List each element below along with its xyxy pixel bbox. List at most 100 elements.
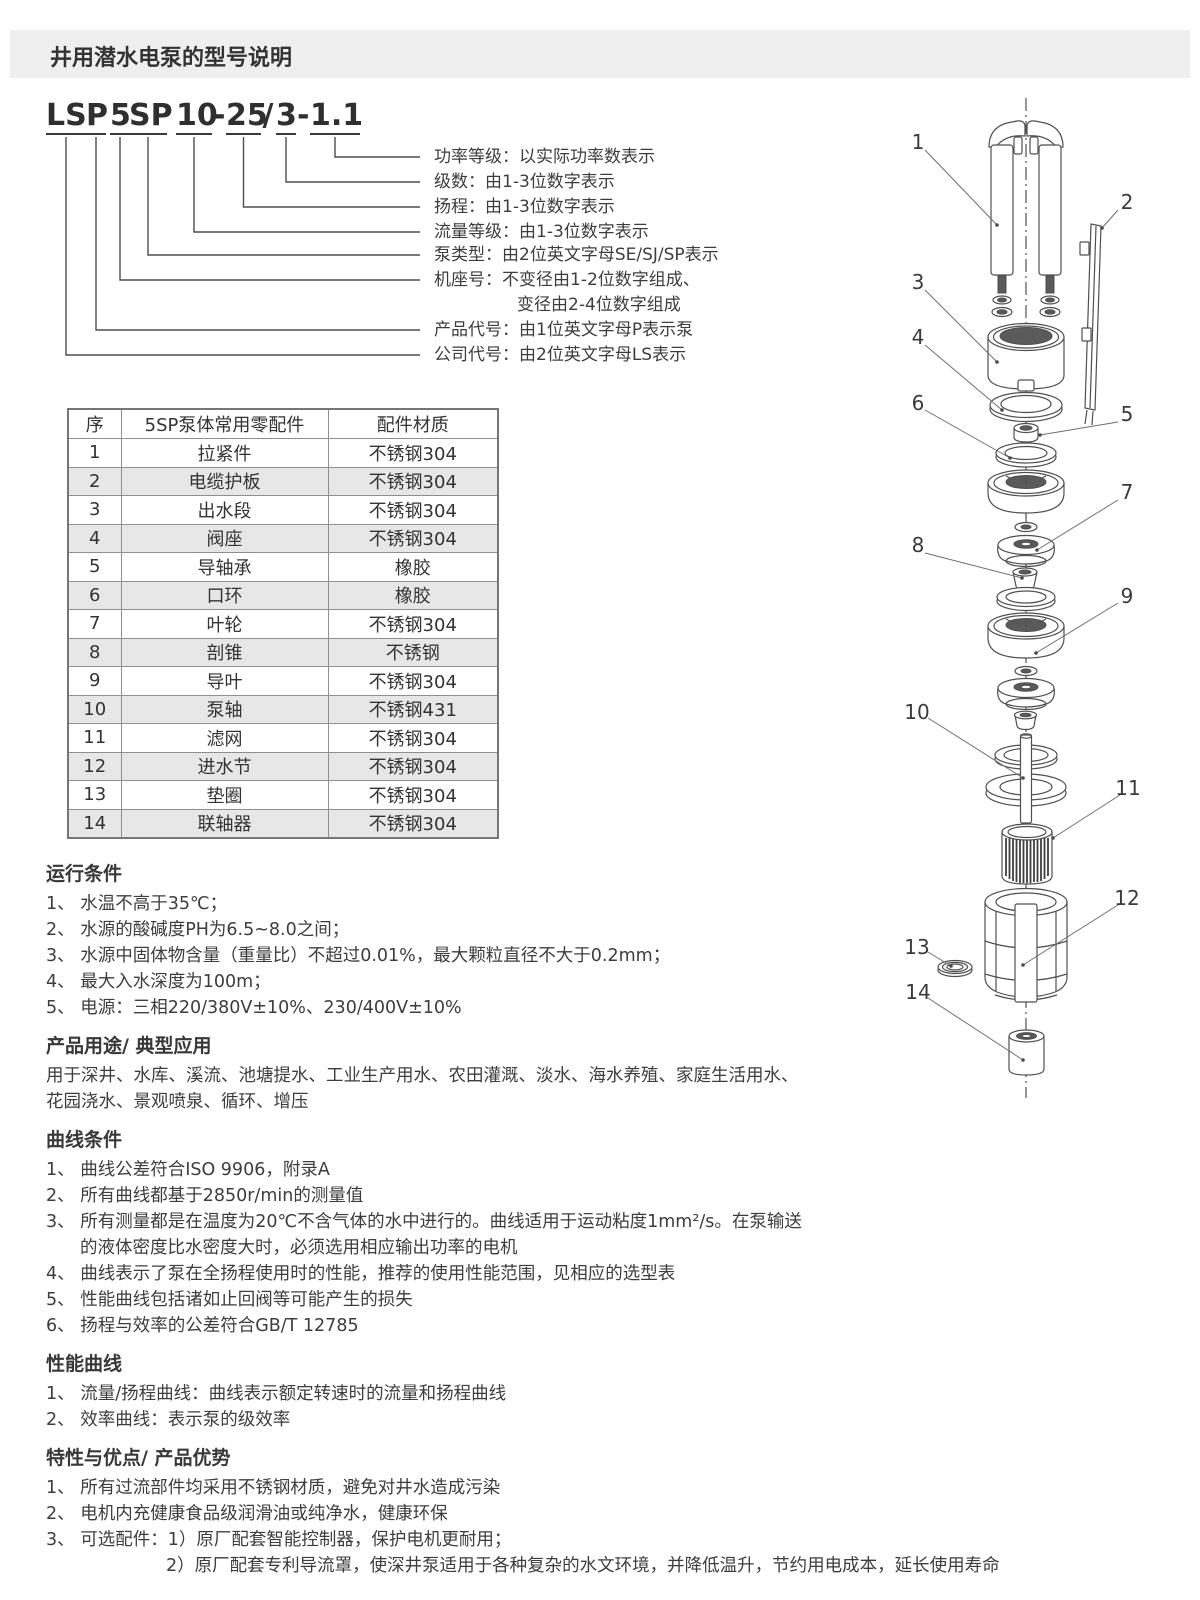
model-label: 机座号：不变径由1-2位数字组成、 <box>434 270 700 290</box>
coupling-part <box>1009 1030 1044 1075</box>
table-cell: 阀座 <box>120 523 329 553</box>
wear-ring-part <box>996 443 1056 467</box>
model-label: 级数：由1-3位数字表示 <box>434 172 615 192</box>
model-label: 泵类型：由2位英文字母SE/SJ/SP表示 <box>434 245 719 265</box>
section-line: 3、 可选配件：1）原厂配套智能控制器，保护电机更耐用； <box>46 1530 512 1550</box>
leader-lines <box>925 150 1120 1062</box>
tie-rods-part <box>989 121 1063 317</box>
section-line: 2、 所有曲线都基于2850r/min的测量值 <box>46 1186 364 1206</box>
table-cell: 11 <box>67 723 122 753</box>
section-line: 1、 水温不高于35℃； <box>46 894 228 914</box>
model-segment: P <box>86 98 108 135</box>
part-number-7: 7 <box>1121 480 1134 504</box>
table-cell: 不锈钢304 <box>327 438 499 468</box>
diffuser-part <box>988 470 1064 513</box>
table-cell: 不锈钢304 <box>327 751 499 781</box>
table-cell: 进水节 <box>120 751 329 781</box>
valve-seat-part <box>990 393 1062 422</box>
table-cell: 拉紧件 <box>120 438 329 468</box>
model-segment: 10 <box>176 98 218 135</box>
section-line: 2、 水源的酸碱度PH为6.5~8.0之间； <box>46 920 350 940</box>
cone-part-2 <box>1015 711 1037 729</box>
spacer-washer <box>1015 523 1037 532</box>
table-cell: 不锈钢304 <box>327 808 499 839</box>
model-segment: 1.1 <box>310 98 364 135</box>
title-band: 井用潜水电泵的型号说明 <box>10 30 1190 78</box>
part-number-14: 14 <box>905 980 930 1004</box>
table-cell: 口环 <box>120 580 329 610</box>
spacer-washer-2 <box>1015 667 1037 676</box>
inlet-section-part <box>985 889 1067 1003</box>
model-segment: - <box>297 98 310 133</box>
model-label: 扬程：由1-3位数字表示 <box>434 197 615 217</box>
table-cell: 8 <box>67 637 122 667</box>
table-cell: 不锈钢304 <box>327 495 499 525</box>
model-label: 公司代号：由2位英文字母LS表示 <box>434 345 687 365</box>
part-number-8: 8 <box>912 533 925 557</box>
text-sections: 运行条件 1、 水温不高于35℃； 2、 水源的酸碱度PH为6.5~8.0之间； 3、… <box>46 862 1171 1579</box>
table-cell: 14 <box>67 808 122 839</box>
table-cell: 出水段 <box>120 495 329 525</box>
model-segment: SP <box>129 98 173 135</box>
table-cell: 6 <box>67 580 122 610</box>
pump-shaft-part <box>986 734 1066 823</box>
table-cell: 4 <box>67 523 122 553</box>
table-cell: 5 <box>67 552 122 582</box>
part-number-6: 6 <box>912 391 925 415</box>
model-label: 变径由2-4位数字组成 <box>517 295 681 315</box>
table-cell: 剖锥 <box>120 637 329 667</box>
table-cell: 电缆护板 <box>120 466 329 496</box>
model-segment: / <box>262 98 274 133</box>
section-line: 1、 所有过流部件均采用不锈钢材质，避免对井水造成污染 <box>46 1478 501 1498</box>
table-cell: 叶轮 <box>120 609 329 639</box>
cone-part <box>1013 568 1037 590</box>
section-line: 4、 最大入水深度为100m； <box>46 972 271 992</box>
table-cell: 不锈钢304 <box>327 609 499 639</box>
table-cell: 3 <box>67 495 122 525</box>
table-cell: 13 <box>67 780 122 810</box>
table-cell: 2 <box>67 466 122 496</box>
section-line: 4、 曲线表示了泵在全扬程使用时的性能，推荐的使用性能范围，见相应的选型表 <box>46 1264 676 1284</box>
table-cell: 垫圈 <box>120 780 329 810</box>
part-number-2: 2 <box>1121 190 1134 214</box>
section-title: 性能曲线 <box>46 1353 123 1375</box>
impeller-part-2 <box>998 679 1055 710</box>
pump-exploded-diagram: 1 2 3 4 5 6 7 8 9 10 11 12 13 14 <box>904 90 1141 1120</box>
section-title: 运行条件 <box>46 863 123 885</box>
table-cell: 不锈钢431 <box>327 694 499 724</box>
table-cell: 不锈钢304 <box>327 780 499 810</box>
bearing-part <box>1014 424 1038 443</box>
part-number-10: 10 <box>904 700 929 724</box>
diffuser-part-2 <box>988 613 1064 658</box>
model-segment: 5 <box>110 98 131 135</box>
section-line: 5、 电源：三相220/380V±10%、230/400V±10% <box>46 998 462 1018</box>
col-header-index: 序 <box>67 408 122 439</box>
discharge-section-part <box>988 324 1064 392</box>
table-cell: 9 <box>67 666 122 696</box>
cable-guard-part <box>1080 224 1101 425</box>
table-cell: 导叶 <box>120 666 329 696</box>
section-line: 6、 扬程与效率的公差符合GB/T 12785 <box>46 1316 359 1336</box>
model-segment: 25 <box>226 98 268 135</box>
part-number-4: 4 <box>912 325 925 349</box>
model-segment: - <box>213 98 226 133</box>
section-line: 的液体密度比水密度大时，必须选用相应输出功率的电机 <box>80 1238 518 1258</box>
model-label: 流量等级：由1-3位数字表示 <box>434 222 649 242</box>
table-cell: 不锈钢304 <box>327 523 499 553</box>
impeller-part <box>998 536 1055 567</box>
table-cell: 12 <box>67 751 122 781</box>
section-line: 用于深井、水库、溪流、池塘提水、工业生产用水、农田灌溉、淡水、海水养殖、家庭生活… <box>46 1066 799 1086</box>
model-connector-lines <box>65 137 420 356</box>
table-header-row: 序 5SP泵体常用零配件 配件材质 <box>67 408 499 439</box>
section-line: 3、 所有测量都是在温度为20℃不含气体的水中进行的。曲线适用于运动粘度1mm²… <box>46 1212 802 1232</box>
part-number-1: 1 <box>912 130 925 154</box>
